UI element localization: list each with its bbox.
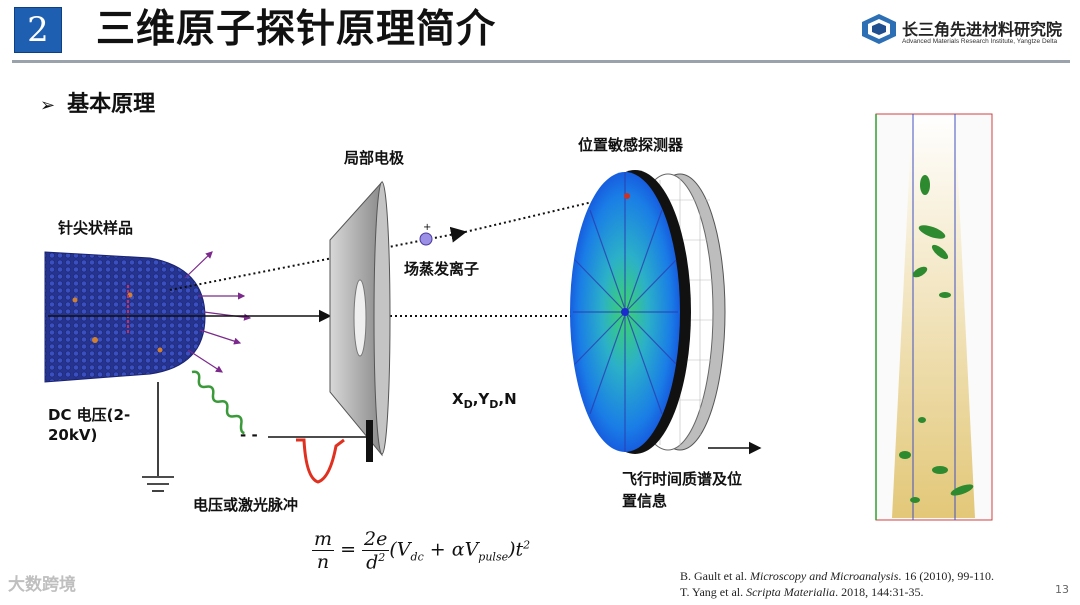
reference-1: B. Gault et al. Microscopy and Microanal… xyxy=(680,569,994,584)
label-dash: - - xyxy=(240,426,258,444)
label-field-evaporated-ion: 场蒸发离子 xyxy=(404,258,479,279)
pulse-signal-icon xyxy=(296,440,344,482)
page-number: 13 xyxy=(1055,583,1069,596)
local-electrode xyxy=(330,182,390,462)
laser-pulse-wave xyxy=(180,370,257,434)
needle-specimen xyxy=(45,252,205,382)
label-xd-yd-n: XD,YD,N xyxy=(452,390,517,411)
label-tof-2: 置信息 xyxy=(622,490,667,511)
label-pulse: 电压或激光脉冲 xyxy=(193,494,298,515)
reference-2: T. Yang et al. Scripta Materialia. 2018,… xyxy=(680,585,923,600)
label-dc-voltage-2: 20kV) xyxy=(48,426,97,444)
label-tof-1: 飞行时间质谱及位 xyxy=(622,468,742,489)
label-specimen: 针尖状样品 xyxy=(58,217,133,238)
position-sensitive-detector xyxy=(570,170,725,454)
apt-reconstruction-image xyxy=(876,114,992,520)
label-local-electrode: 局部电极 xyxy=(344,147,404,168)
ion-icon xyxy=(420,233,432,245)
ground-symbol xyxy=(142,382,174,491)
watermark: 大数跨境 xyxy=(8,570,76,595)
label-detector: 位置敏感探测器 xyxy=(578,134,683,155)
svg-text:+: + xyxy=(423,222,431,233)
label-dc-voltage-1: DC 电压(2- xyxy=(48,404,130,425)
